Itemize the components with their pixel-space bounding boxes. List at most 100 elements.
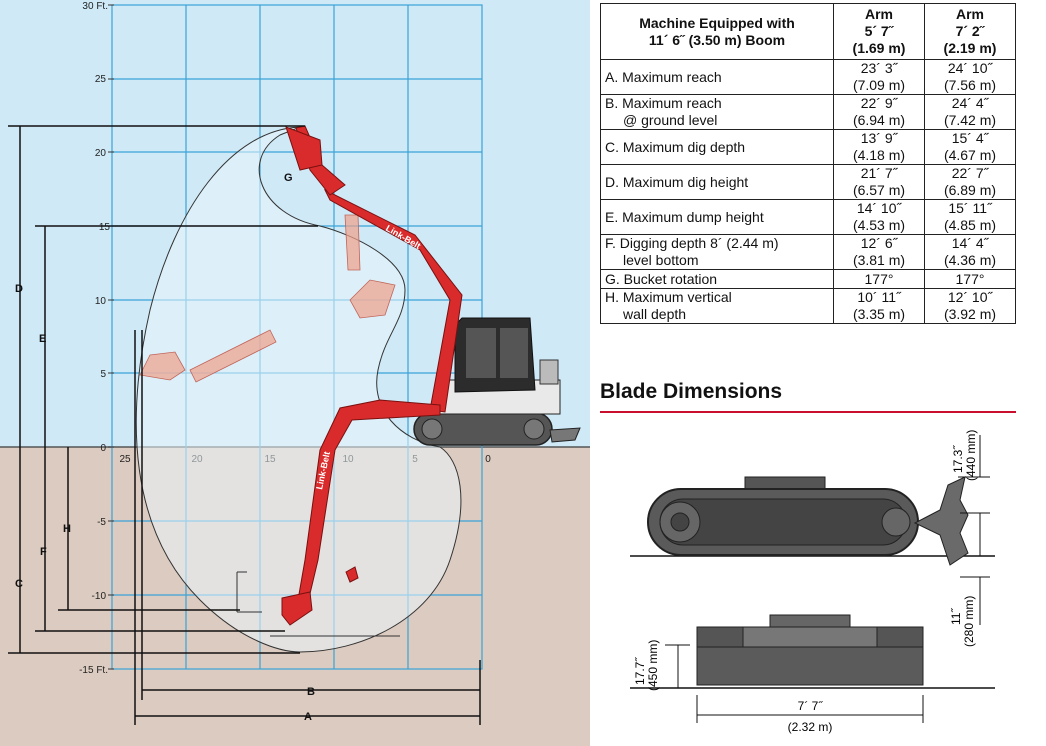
- dim-label-a: A: [304, 711, 312, 723]
- table-header-row: Machine Equipped with 11´ 6˝ (3.50 m) Bo…: [600, 3, 1016, 60]
- header-arm-long-l2: 7´ 2˝: [955, 23, 985, 39]
- blade-front-height-mm: (450 mm): [646, 640, 660, 691]
- value-line2: (3.35 m): [852, 306, 906, 322]
- row-label-line1: H. Maximum vertical: [605, 289, 732, 305]
- working-envelope: [135, 126, 462, 653]
- value-arm-short: 14´ 10˝(4.53 m): [833, 199, 925, 235]
- table-row: G. Bucket rotation 177° 177°: [600, 269, 1016, 289]
- row-label-line1: A. Maximum reach: [605, 68, 722, 85]
- dim-label-b: B: [307, 686, 315, 698]
- table-row: A. Maximum reach 23´ 3˝(7.09 m) 24´ 10˝(7.…: [600, 59, 1016, 95]
- dimension-lines: [8, 125, 481, 725]
- header-arm-long: Arm 7´ 2˝ (2.19 m): [924, 3, 1016, 60]
- header-machine-line2: 11´ 6˝ (3.50 m) Boom: [648, 31, 786, 48]
- y-tick-label: 5: [100, 369, 106, 380]
- x-tick-label: 25: [119, 454, 131, 465]
- track-side-view: [647, 476, 969, 566]
- value-line1: 15´ 11˝: [948, 200, 992, 216]
- value-line1: 24´ 4˝: [951, 95, 989, 111]
- blade-dimensions-title: Blade Dimensions: [600, 380, 783, 403]
- row-label-line2: wall depth: [623, 306, 687, 322]
- value-line1: 22´ 9˝: [860, 95, 898, 111]
- dim-label-e: E: [39, 333, 46, 345]
- table-row: F. Digging depth 8´ (2.44 m)level bottom…: [600, 234, 1016, 270]
- value-arm-long: 14´ 4˝(4.36 m): [924, 234, 1016, 270]
- value-line1: 24´ 10˝: [947, 60, 993, 76]
- value-arm-long: 24´ 4˝(7.42 m): [924, 94, 1016, 130]
- value-line1: 15´ 4˝: [951, 130, 989, 146]
- blade-width-ft: 7´ 7˝: [798, 699, 824, 713]
- value-arm-long: 12´ 10˝(3.92 m): [924, 288, 1016, 324]
- value-line2: (4.36 m): [943, 252, 997, 268]
- value-line1: 14´ 10˝: [856, 200, 902, 216]
- value-line1: 177°: [864, 270, 894, 287]
- excavator: Link-Belt Link-Belt: [281, 125, 581, 626]
- blade-front-height-ft: 17.7˝: [633, 657, 647, 685]
- row-label-line1: E. Maximum dump height: [605, 208, 764, 225]
- value-line2: (7.56 m): [943, 77, 997, 93]
- value-line1: 10´ 11˝: [857, 289, 901, 305]
- value-arm-long: 15´ 11˝(4.85 m): [924, 199, 1016, 235]
- y-tick-label: 10: [95, 296, 107, 307]
- value-line1: 23´ 3˝: [860, 60, 898, 76]
- y-tick-label: 25: [95, 74, 107, 85]
- value-arm-long: 24´ 10˝(7.56 m): [924, 59, 1016, 95]
- ghost-arm-left: [139, 329, 277, 383]
- header-arm-long-l3: (2.19 m): [943, 40, 997, 56]
- spec-table: Machine Equipped with 11´ 6˝ (3.50 m) Bo…: [600, 3, 1016, 324]
- blade-depth-ft: 11˝: [949, 608, 963, 625]
- value-arm-short: 12´ 6˝(3.81 m): [833, 234, 925, 270]
- row-label-line1: F. Digging depth 8´ (2.44 m): [605, 235, 779, 251]
- ghost-arm-mid: [344, 214, 396, 319]
- y-tick-label: -5: [97, 517, 106, 528]
- row-label-line2: @ ground level: [623, 112, 718, 128]
- blade-depth-mm: (280 mm): [962, 596, 976, 647]
- dim-label-d: D: [15, 283, 23, 295]
- value-arm-long: 22´ 7˝(6.89 m): [924, 164, 1016, 200]
- value-arm-short: 177°: [833, 269, 925, 289]
- y-tick-label: -10: [92, 591, 107, 602]
- track-front-view: [696, 614, 924, 686]
- value-line1: 13´ 9˝: [860, 130, 898, 146]
- y-tick-label: 15: [99, 222, 111, 233]
- row-label-line1: D. Maximum dig height: [605, 173, 749, 190]
- value-arm-short: 21´ 7˝(6.57 m): [833, 164, 925, 200]
- value-line2: (7.09 m): [852, 77, 906, 93]
- working-range-diagram: 30 Ft. 25 20 15 10 5 0 -5 -10 -15 Ft. 25…: [0, 0, 590, 746]
- y-tick-label: 20: [95, 148, 107, 159]
- header-arm-long-l1: Arm: [955, 6, 984, 22]
- value-line1: 21´ 7˝: [860, 165, 898, 181]
- value-line2: (6.57 m): [852, 182, 906, 198]
- row-label: D. Maximum dig height: [600, 164, 834, 200]
- cut-wall: [236, 571, 400, 637]
- header-machine: Machine Equipped with 11´ 6˝ (3.50 m) Bo…: [600, 3, 834, 60]
- blade-height-mm: (440 mm): [964, 430, 978, 481]
- value-arm-short: 10´ 11˝(3.35 m): [833, 288, 925, 324]
- value-arm-long: 177°: [924, 269, 1016, 289]
- blade-diagram: 17.3˝ (440 mm) 11˝ (280 mm) 17.7˝ (450 m…: [630, 430, 995, 734]
- header-arm-short: Arm 5´ 7˝ (1.69 m): [833, 3, 925, 60]
- dim-label-g: G: [284, 172, 293, 184]
- blade-front-dims: [665, 644, 924, 723]
- value-line2: (7.42 m): [943, 112, 997, 128]
- dim-label-f: F: [40, 546, 47, 558]
- value-line2: (6.94 m): [852, 112, 906, 128]
- y-tick-label: -15 Ft.: [79, 665, 108, 676]
- row-label: A. Maximum reach: [600, 59, 834, 95]
- value-line2: (3.92 m): [943, 306, 997, 322]
- row-label-line1: G. Bucket rotation: [605, 270, 718, 287]
- value-line1: 12´ 10˝: [947, 289, 993, 305]
- value-line2: (4.67 m): [943, 147, 997, 163]
- value-arm-long: 15´ 4˝(4.67 m): [924, 129, 1016, 165]
- x-tick-label: 0: [485, 454, 491, 465]
- row-label-line2: level bottom: [623, 252, 699, 268]
- value-line1: 177°: [955, 270, 985, 287]
- row-label: E. Maximum dump height: [600, 199, 834, 235]
- header-arm-short-l1: Arm: [864, 6, 893, 22]
- value-line2: (4.85 m): [943, 217, 997, 233]
